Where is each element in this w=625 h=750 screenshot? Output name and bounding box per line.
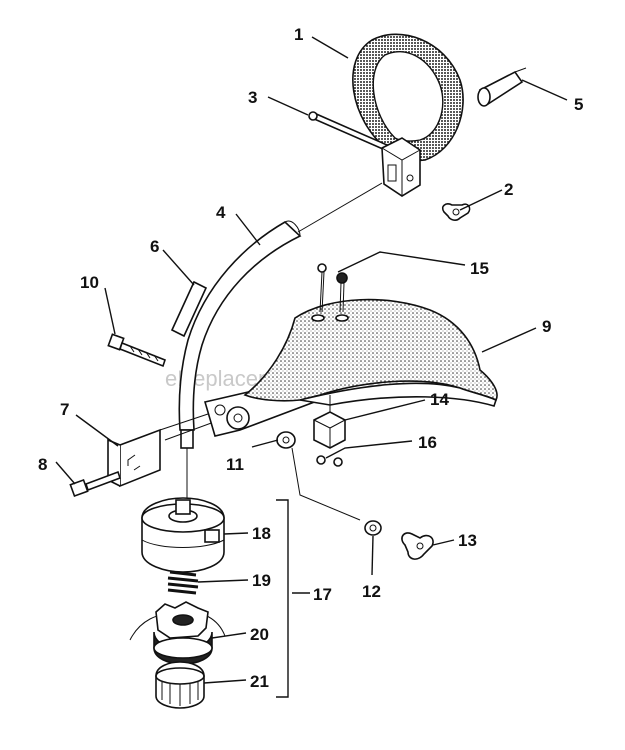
callout-6: 6 — [150, 237, 159, 256]
part-1-handle — [352, 33, 464, 162]
leader-lines — [55, 36, 568, 684]
part-19-spring — [167, 570, 199, 595]
callout-3: 3 — [248, 88, 257, 107]
callout-14: 14 — [430, 390, 449, 409]
callout-9: 9 — [542, 317, 551, 336]
callout-1: 1 — [294, 25, 303, 44]
callout-15: 15 — [470, 259, 489, 278]
callout-16: 16 — [418, 433, 437, 452]
callout-20: 20 — [250, 625, 269, 644]
handle-clamp — [381, 137, 421, 197]
part-18-head-housing — [141, 497, 225, 573]
callout-17: 17 — [313, 585, 332, 604]
callout-21: 21 — [250, 672, 269, 691]
callout-5: 5 — [574, 95, 583, 114]
callout-8: 8 — [38, 455, 47, 474]
part-16-nuts — [316, 455, 343, 467]
part-10-bolt — [107, 333, 166, 368]
part-5-grip — [477, 67, 527, 107]
callout-13: 13 — [458, 531, 477, 550]
part-9-guard — [243, 298, 498, 407]
part-15-screws — [317, 263, 348, 313]
callout-2: 2 — [504, 180, 513, 199]
callout-11: 11 — [226, 455, 244, 474]
callout-4: 4 — [216, 203, 226, 222]
callout-10: 10 — [80, 273, 99, 292]
part-13-wing-nut — [401, 532, 434, 560]
callout-18: 18 — [252, 524, 271, 543]
part-21-knob — [155, 661, 205, 709]
group-bracket-17 — [276, 499, 289, 698]
part-14-block — [313, 395, 346, 449]
part-7-bracket — [107, 409, 226, 488]
callout-7: 7 — [60, 400, 69, 419]
callout-labels: 1 3 5 2 4 6 10 15 9 14 7 16 11 8 13 18 1… — [38, 25, 583, 691]
callout-19: 19 — [252, 571, 271, 590]
part-4-shaft — [178, 220, 302, 500]
part-20-spool — [129, 601, 226, 665]
callout-12: 12 — [362, 582, 381, 601]
part-12-washer — [364, 520, 382, 536]
part-11-washer — [276, 431, 296, 449]
part-6-label — [170, 280, 208, 338]
part-2-wing-nut — [441, 203, 471, 221]
part-8-screw — [69, 470, 122, 498]
